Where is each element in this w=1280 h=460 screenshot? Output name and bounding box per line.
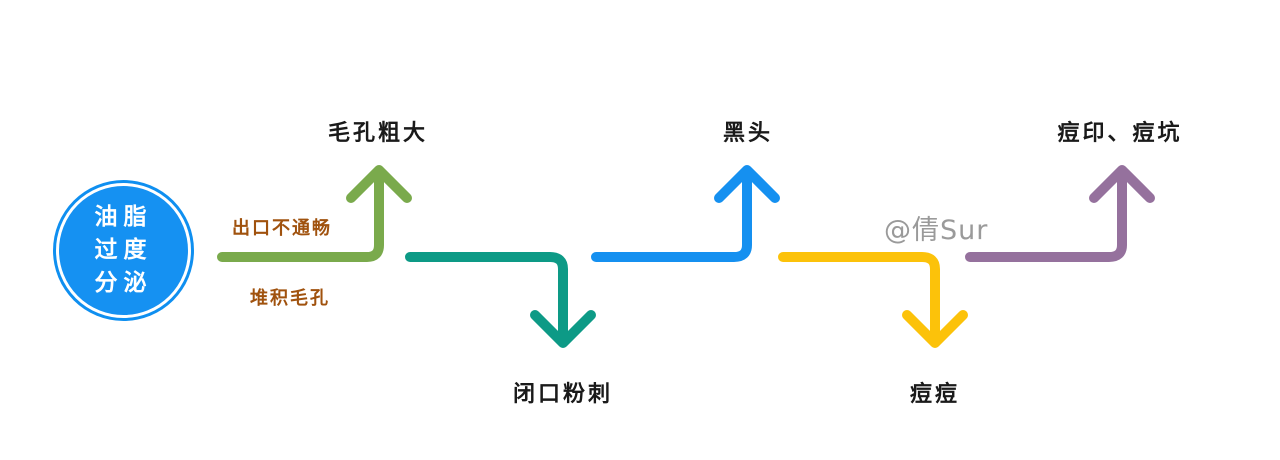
start-node: 油脂 过度 分泌 — [56, 183, 191, 318]
arrow-4 — [778, 252, 968, 348]
start-line-1: 油脂 — [94, 204, 153, 230]
arrow-1 — [217, 165, 412, 262]
cause-label-1: 出口不通畅 — [232, 218, 332, 239]
start-line-2: 过度 — [94, 237, 153, 263]
stage-label-1: 毛孔粗大 — [327, 121, 429, 146]
stage-label-5: 痘印、痘坑 — [1057, 121, 1183, 146]
arrow-5 — [965, 165, 1155, 262]
watermark: @倩Sur — [884, 215, 989, 246]
stage-label-4: 痘痘 — [909, 382, 961, 407]
arrow-2 — [405, 252, 596, 348]
stage-label-3: 黑头 — [722, 121, 774, 146]
cause-label-2: 堆积毛孔 — [250, 288, 330, 309]
stage-label-2: 闭口粉刺 — [512, 382, 614, 407]
start-line-3: 分泌 — [94, 270, 153, 296]
arrow-3 — [591, 165, 780, 262]
